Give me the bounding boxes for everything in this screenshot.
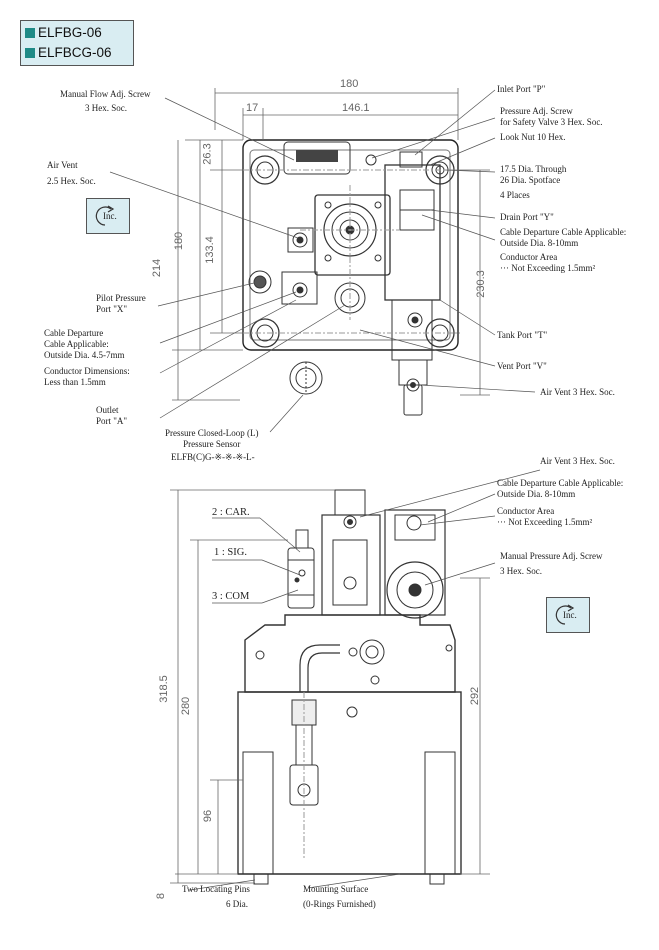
callout-cable-departure: Cable Departure Cable Applicable: Outsid…: [44, 328, 125, 361]
inc-indicator-front: Inc.: [546, 597, 590, 633]
callout-through-line3: 4 Places: [500, 190, 530, 200]
callout-outlet-line2: Port "A": [96, 416, 128, 426]
callout-through-hole: 17.5 Dia. Through 26 Dia. Spotface 4 Pla…: [500, 164, 566, 201]
callout-locating-line1: Two Locating Pins: [182, 884, 250, 894]
callout-front-cable-line1: Cable Departure Cable Applicable:: [497, 478, 624, 488]
front-view-leaders: [189, 469, 541, 891]
callout-pressure-adj: Pressure Adj. Screw for Safety Valve 3 H…: [500, 106, 603, 128]
dim-height-180: 180: [173, 231, 186, 251]
callout-cable-applicable: Cable Departure Cable Applicable: Outsid…: [500, 227, 626, 249]
dim-height-280: 280: [180, 696, 193, 716]
callout-mounting-line2: (0-Rings Furnished): [303, 899, 376, 909]
callout-mounting-surface: Mounting Surface (0-Rings Furnished): [303, 884, 376, 910]
callout-locating-pins: Two Locating Pins 6 Dia.: [182, 884, 250, 910]
callout-pressure-adj-line2: for Safety Valve 3 Hex. Soc.: [500, 117, 603, 127]
callout-conductor-dimensions: Conductor Dimensions: Less than 1.5mm: [44, 366, 130, 388]
callout-front-conductor-area: Conductor Area ··· Not Exceeding 1.5mm²: [497, 506, 592, 528]
callout-cable-dep-line2: Cable Applicable:: [44, 339, 109, 349]
callout-conductor-area-line1: Conductor Area: [500, 252, 558, 262]
callout-vent-port: Vent Port "V": [497, 361, 547, 371]
inc-indicator-top: Inc.: [86, 198, 130, 234]
callout-through-line1: 17.5 Dia. Through: [500, 164, 567, 174]
top-view-leaders: [109, 89, 536, 433]
model-name-2: ELFBCG-06: [38, 45, 112, 60]
dim-height-292: 292: [469, 686, 482, 706]
callout-through-line2: 26 Dia. Spotface: [500, 175, 561, 185]
callout-sensor-line1: Pressure Closed-Loop (L): [165, 428, 259, 438]
callout-mounting-line1: Mounting Surface: [303, 884, 369, 894]
callout-air-vent-3: Air Vent 3 Hex. Soc.: [540, 387, 615, 397]
model-name-1: ELFBG-06: [38, 25, 102, 40]
callout-conductor-dim-line1: Conductor Dimensions:: [44, 366, 130, 376]
title-line-1: ELFBG-06: [25, 25, 102, 40]
callout-manual-pressure-line1: Manual Pressure Adj. Screw: [500, 551, 603, 561]
connector-pin-com: 3 : COM: [212, 591, 250, 602]
callout-inlet-port: Inlet Port "P": [497, 84, 546, 94]
dim-width-total: 180: [340, 78, 359, 90]
inc-label: Inc.: [103, 211, 117, 221]
dim-height-214: 214: [151, 258, 164, 278]
callout-outlet: Outlet Port "A": [96, 405, 127, 427]
callout-drain-port: Drain Port "Y": [500, 212, 554, 222]
callout-manual-flow-line2: 3 Hex. Soc.: [85, 103, 127, 113]
callout-front-cable-line2: Outside Dia. 8-10mm: [497, 489, 576, 499]
bullet-square-icon: [25, 28, 35, 38]
dim-height-133: 133.4: [203, 236, 216, 264]
top-view-body: [242, 139, 460, 416]
callout-cable-dep-line3: Outside Dia. 4.5-7mm: [44, 350, 125, 360]
callout-manual-flow: Manual Flow Adj. Screw 3 Hex. Soc.: [60, 89, 151, 114]
callout-pilot-line2: Port "X": [96, 304, 128, 314]
callout-conductor-area: Conductor Area ··· Not Exceeding 1.5mm²: [500, 252, 595, 274]
callout-conductor-dim-line2: Less than 1.5mm: [44, 377, 106, 387]
rotate-arrow-icon: [555, 604, 575, 625]
rotate-arrow-icon: [95, 205, 115, 226]
dim-height-8: 8: [155, 892, 168, 900]
callout-manual-pressure-line2: 3 Hex. Soc.: [500, 566, 542, 576]
callout-pressure-sensor: Pressure Closed-Loop (L) Pressure Sensor: [165, 428, 258, 450]
model-code: ELFB(C)G-※-※-※-L-: [171, 452, 255, 462]
dim-left-offset: 17: [246, 102, 259, 114]
bullet-square-icon: [25, 48, 35, 58]
callout-air-vent: Air Vent 2.5 Hex. Soc.: [47, 160, 96, 187]
title-box: ELFBG-06 ELFBCG-06: [20, 20, 134, 66]
callout-front-cable-applicable: Cable Departure Cable Applicable: Outsid…: [497, 478, 623, 500]
callout-pilot-port: Pilot Pressure Port "X": [96, 293, 146, 315]
callout-locating-line2: 6 Dia.: [226, 899, 248, 909]
callout-tank-port: Tank Port "T": [497, 330, 548, 340]
dim-top-offset: 26.3: [201, 143, 214, 165]
dim-height-230: 230.3: [474, 270, 487, 298]
callout-front-conductor-line2: ··· Not Exceeding 1.5mm²: [497, 517, 593, 527]
callout-air-vent-line2: 2.5 Hex. Soc.: [47, 176, 96, 186]
front-view-body: [237, 489, 462, 885]
callout-outlet-line1: Outlet: [96, 405, 119, 415]
callout-front-conductor-line1: Conductor Area: [497, 506, 555, 516]
callout-cable-app-line1: Cable Departure Cable Applicable:: [500, 227, 627, 237]
callout-conductor-area-line2: ··· Not Exceeding 1.5mm²: [500, 263, 596, 273]
inc-label: Inc.: [563, 610, 577, 620]
connector-pin-car: 2 : CAR.: [212, 507, 250, 518]
callout-front-air-vent: Air Vent 3 Hex. Soc.: [540, 456, 615, 466]
front-view-dimensions: [170, 489, 490, 884]
callout-cable-app-line2: Outside Dia. 8-10mm: [500, 238, 579, 248]
callout-lock-nut: Look Nut 10 Hex.: [500, 132, 566, 142]
dim-height-318: 318.5: [157, 675, 170, 703]
dim-inner-width: 146.1: [342, 102, 370, 114]
dim-height-96: 96: [202, 809, 215, 823]
callout-manual-pressure: Manual Pressure Adj. Screw 3 Hex. Soc.: [500, 551, 602, 577]
title-line-2: ELFBCG-06: [25, 45, 112, 60]
callout-cable-dep-line1: Cable Departure: [44, 328, 104, 338]
callout-air-vent-line1: Air Vent: [47, 160, 78, 170]
top-view-dimensions: [172, 88, 490, 401]
callout-pilot-line1: Pilot Pressure: [96, 293, 146, 303]
callout-pressure-adj-line1: Pressure Adj. Screw: [500, 106, 573, 116]
callout-manual-flow-line1: Manual Flow Adj. Screw: [60, 89, 151, 99]
callout-sensor-line2: Pressure Sensor: [183, 439, 241, 449]
connector-pin-sig: 1 : SIG.: [214, 547, 247, 558]
